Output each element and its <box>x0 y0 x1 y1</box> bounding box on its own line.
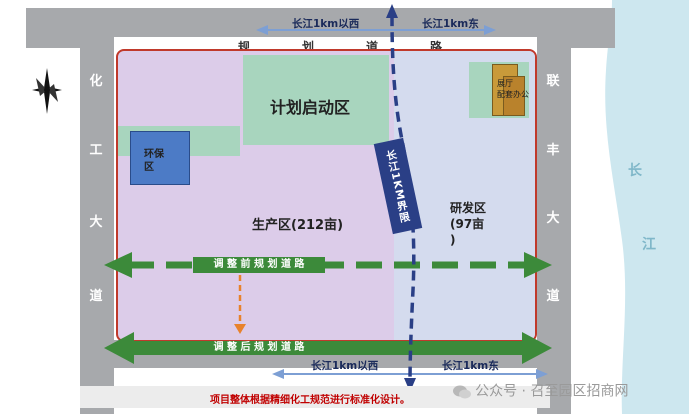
pre-adjust-arrowhead-right <box>524 252 552 278</box>
road-left-stub <box>80 245 114 295</box>
road-top-lane <box>114 37 537 48</box>
pre-adjust-arrowhead-left <box>104 252 132 278</box>
post-adjust-road-bar <box>128 341 526 355</box>
road-shift-arrowhead <box>234 324 246 334</box>
road-right-label-char: 大 <box>546 211 560 226</box>
road-top-left-stub <box>26 8 86 48</box>
office-building-annex <box>503 76 525 116</box>
road-left-label-char: 道 <box>89 289 103 304</box>
design-note-text: 项目整体根据精细化工规范进行标准化设计。 <box>210 395 410 406</box>
post-adjust-road-label: 调 整 后 规 划 道 路 <box>213 342 305 353</box>
road-right-label-char: 联 <box>546 74 560 89</box>
top-east-label: 长江1km东 <box>422 18 479 30</box>
river-label-char: 长 <box>628 163 642 179</box>
rd-zone-label: 研发区 (97亩 ) <box>450 201 487 247</box>
wechat-watermark: 公众号 · 召至园区招商网 <box>452 380 684 404</box>
boundary-arrowhead-top <box>386 4 398 18</box>
road-right-label-char: 丰 <box>546 143 560 158</box>
river-label-char: 江 <box>642 237 656 253</box>
top-west-label: 长江1km以西 <box>292 18 360 30</box>
post-adjust-arrowhead-left <box>104 332 134 364</box>
env-protection-zone <box>130 131 190 185</box>
post-adjust-arrowhead-right <box>522 332 552 364</box>
design-note-bar <box>80 386 550 408</box>
road-left-label-char: 化 <box>89 74 103 89</box>
pre-adjust-road-label: 调 整 前 规 划 道 路 <box>193 257 325 273</box>
bottom-west-label: 长江1km以西 <box>311 360 379 372</box>
north-arrow-icon <box>32 68 62 114</box>
boundary-arrowhead-bottom <box>404 378 416 392</box>
wechat-icon <box>452 384 471 398</box>
env-protection-zone-label: 环保 区 <box>144 149 164 173</box>
road-left-label-char: 大 <box>89 215 103 230</box>
startup-zone <box>243 55 389 145</box>
office-zone-label: 展厅 配套办公 <box>497 79 529 99</box>
road-left-label-char: 工 <box>89 143 103 158</box>
startup-zone-label: 计划启动区 <box>270 98 351 117</box>
production-zone-label: 生产区(212亩) <box>252 218 344 233</box>
road-right-label-char: 道 <box>546 289 560 304</box>
bottom-east-label: 长江1km东 <box>442 360 499 372</box>
wechat-watermark-text: 公众号 · 召至园区招商网 <box>475 383 629 400</box>
